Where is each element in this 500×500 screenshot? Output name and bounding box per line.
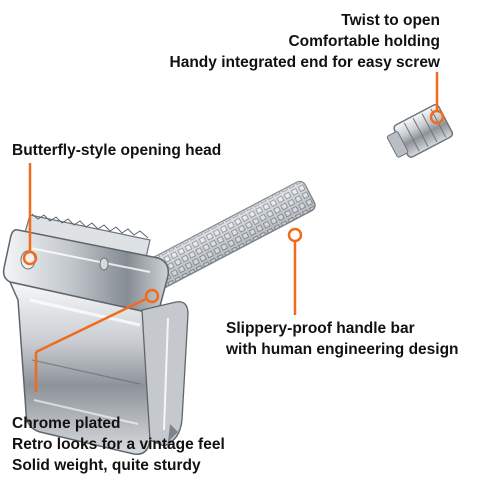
callout-handle-line-1: Slippery-proof handle bar	[226, 320, 415, 337]
callout-end-cap-line-3: Handy integrated end for easy screw	[169, 54, 440, 71]
callout-markers	[22, 72, 445, 392]
callout-end-cap-line-2: Comfortable holding	[288, 33, 440, 50]
callout-end-cap-line-1: Twist to open	[341, 12, 440, 29]
callout-end-cap: Twist to open Comfortable holding Handy …	[170, 10, 440, 73]
callout-marker-handle	[287, 227, 303, 243]
callout-marker-finish	[144, 288, 160, 304]
callout-finish-line-3: Solid weight, quite sturdy	[12, 457, 201, 474]
callout-leader-finish-a	[35, 297, 147, 354]
razor-handle	[144, 180, 316, 291]
callout-finish-line-2: Retro looks for a vintage feel	[12, 436, 225, 453]
callout-finish-line-1: Chrome plated	[12, 415, 121, 432]
callout-handle-line-2: with human engineering design	[226, 341, 459, 358]
callout-head-line-1: Butterfly-style opening head	[12, 142, 222, 159]
callout-marker-end-cap	[429, 109, 445, 125]
callout-handle: Slippery-proof handle bar with human eng…	[226, 318, 459, 360]
razor-end-cap	[386, 104, 454, 158]
razor-head	[2, 228, 189, 455]
callout-marker-head	[22, 250, 38, 266]
callout-finish: Chrome plated Retro looks for a vintage …	[12, 413, 225, 476]
callout-head: Butterfly-style opening head	[12, 140, 221, 161]
